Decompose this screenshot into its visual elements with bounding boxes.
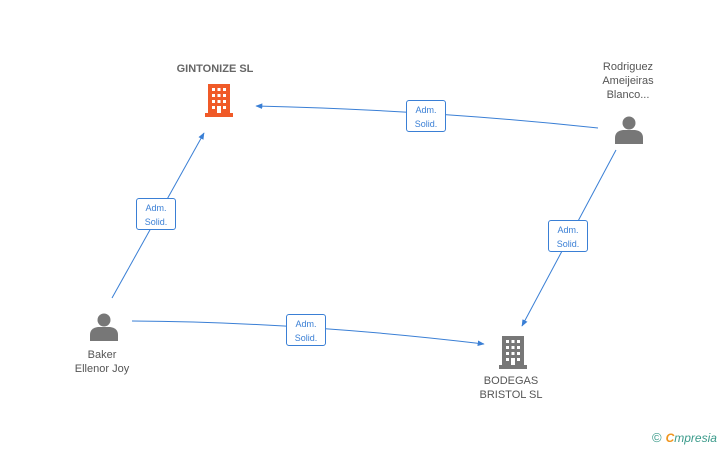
brand-name: mpresia: [674, 431, 717, 445]
node-label-baker[interactable]: Baker Ellenor Joy: [62, 348, 142, 376]
edge-label-baker-gintonize[interactable]: Adm. Solid.: [136, 198, 176, 230]
edge-label-line: Solid.: [144, 217, 168, 227]
node-label-line[interactable]: Ellenor Joy: [74, 363, 130, 375]
node-label-gintonize[interactable]: GINTONIZE SL: [160, 62, 270, 76]
node-label-line[interactable]: Rodriguez: [602, 61, 654, 73]
edge-label-line: Adm.: [415, 105, 437, 115]
copyright-symbol: ©: [652, 430, 662, 445]
node-label-line[interactable]: Ameijeiras: [602, 75, 654, 87]
edge-label-rodriguez-gintonize[interactable]: Adm. Solid.: [406, 100, 446, 132]
person-icon[interactable]: [90, 313, 118, 342]
edge-label-line: Solid.: [294, 333, 318, 343]
building-icon[interactable]: [205, 84, 233, 117]
edge-label-rodriguez-bodegas[interactable]: Adm. Solid.: [548, 220, 588, 252]
edge-label-line: Adm.: [557, 225, 579, 235]
person-icon[interactable]: [615, 116, 643, 145]
brand-initial: C: [665, 431, 675, 445]
node-label-line[interactable]: Blanco...: [606, 89, 650, 101]
building-icon[interactable]: [499, 336, 527, 369]
edge-label-line: Solid.: [414, 119, 438, 129]
edge-label-line: Adm.: [295, 319, 317, 329]
empresia-watermark: ©Cmpresia: [652, 430, 717, 445]
node-label-text[interactable]: GINTONIZE SL: [176, 63, 254, 75]
node-label-rodriguez[interactable]: Rodriguez Ameijeiras Blanco...: [586, 60, 670, 102]
node-label-line[interactable]: BODEGAS: [483, 375, 539, 387]
edge-label-line: Solid.: [556, 239, 580, 249]
node-label-line[interactable]: BRISTOL SL: [479, 389, 543, 401]
edge-label-baker-bodegas[interactable]: Adm. Solid.: [286, 314, 326, 346]
edge-label-line: Adm.: [145, 203, 167, 213]
node-label-line[interactable]: Baker: [87, 349, 117, 361]
node-label-bodegas[interactable]: BODEGAS BRISTOL SL: [462, 374, 560, 402]
